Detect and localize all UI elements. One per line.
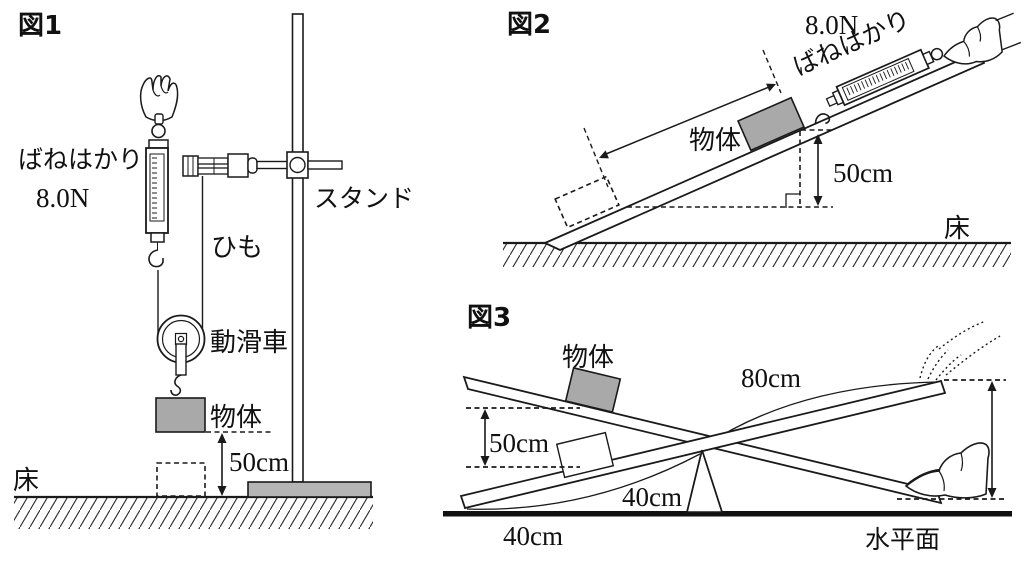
object-ghost-box (554, 175, 620, 229)
push-depth-measurement (897, 379, 1006, 500)
figure1-title: 図1 (18, 11, 62, 41)
figure3-title: 図3 (467, 303, 511, 333)
scale-hook-icon (148, 249, 164, 268)
floor-hatching (14, 497, 373, 529)
object-box (736, 96, 806, 152)
right-angle-mark (785, 193, 800, 208)
height-arrow (217, 433, 227, 496)
floor-label: 床 (13, 466, 39, 496)
movable-pulley (156, 314, 206, 396)
hand-icon (139, 75, 179, 122)
fulcrum-edges (686, 449, 723, 513)
object-label: 物体 (210, 403, 262, 433)
height-label: 50cm (833, 158, 893, 188)
figure-1: 図1 ばねはかり 8.0N ひも スタンド 動滑車 物体 50cm 床 (13, 11, 414, 529)
stand-rod (291, 13, 304, 483)
string-label: ひも (211, 233, 263, 263)
object-box (564, 366, 622, 414)
figure-2: 図2 8.0N ばねはかり 物体 50cm 床 (503, 4, 1022, 267)
figure2-title: 図2 (507, 10, 551, 40)
right-arm-label: 80cm (741, 363, 801, 393)
hand-ghost-icon (919, 320, 1001, 381)
pulley-label: 動滑車 (210, 328, 288, 358)
fulcrum-offset-label: 40cm (622, 482, 682, 512)
spring-scale (814, 47, 944, 125)
end-offset-label: 40cm (503, 521, 563, 551)
spring-scale-label: ばねはかり (18, 145, 143, 174)
height-measurement (627, 129, 834, 208)
scale-hook-icon (814, 113, 831, 125)
scale-reading: 8.0N (805, 10, 858, 40)
ramp (542, 50, 986, 251)
height-label: 50cm (229, 447, 289, 477)
object-label: 物体 (562, 343, 614, 373)
hand-icon (942, 12, 1022, 65)
stand-label: スタンド (314, 184, 414, 213)
clamp (182, 151, 343, 179)
scale-reading: 8.0N (36, 183, 89, 213)
object-ghost-box (156, 462, 206, 497)
figure-3: 図3 物体 50cm 80cm 40cm 40cm 水平面 (443, 303, 1012, 554)
spring-scale (145, 113, 169, 268)
hand-icon (904, 442, 990, 499)
pulley-hook-icon (170, 374, 182, 396)
ground-label: 水平面 (865, 525, 940, 554)
rise-measurement (466, 407, 580, 468)
slope-distance-arrow (583, 49, 782, 188)
ground-line (443, 511, 1012, 517)
floor-label: 床 (944, 214, 970, 244)
object-box (155, 397, 206, 433)
lever-initial (459, 379, 947, 510)
rise-label: 50cm (489, 428, 549, 458)
sweep-arc-left (466, 453, 701, 510)
floor-hatching (503, 243, 1011, 267)
object-label: 物体 (689, 126, 741, 156)
stand-base (247, 481, 372, 498)
